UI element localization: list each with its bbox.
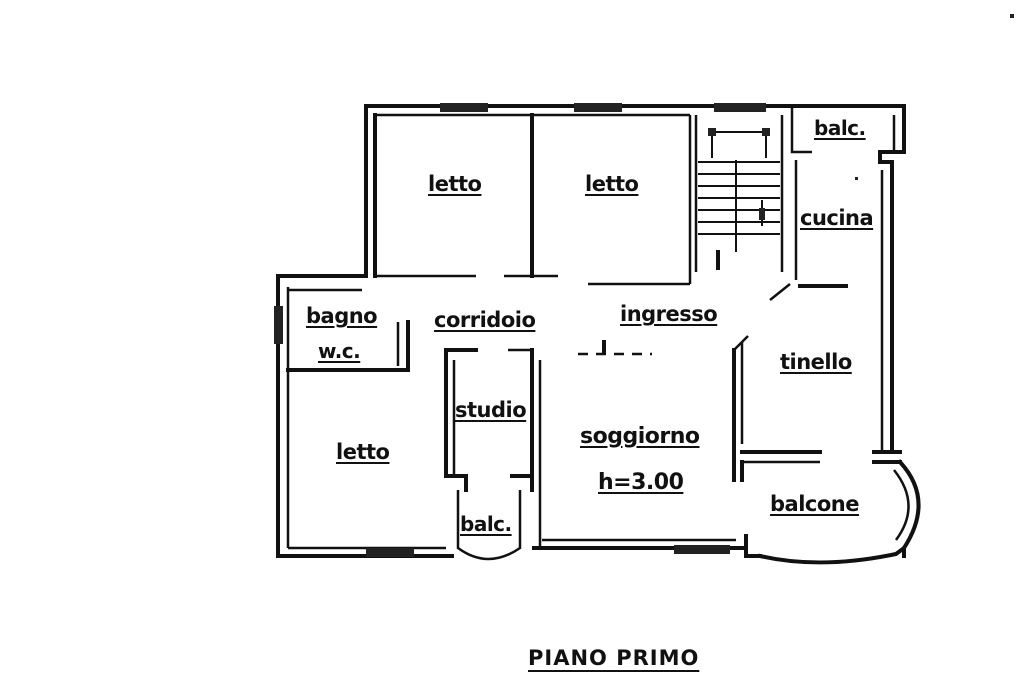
room-label-balc-bottom: balc. xyxy=(460,512,512,536)
room-label-height: h=3.00 xyxy=(598,470,684,495)
plan-title: PIANO PRIMO xyxy=(528,646,700,670)
room-label-tinello: tinello xyxy=(780,350,852,374)
room-label-corridoio: corridoio xyxy=(434,308,536,332)
room-label-balc-top: balc. xyxy=(814,116,866,140)
room-label-letto-1: letto xyxy=(428,172,482,196)
room-label-letto-2: letto xyxy=(585,172,639,196)
marks xyxy=(855,14,1014,180)
room-label-soggiorno: soggiorno xyxy=(580,424,700,449)
windows xyxy=(274,103,766,557)
room-label-studio: studio xyxy=(455,398,527,422)
room-label-letto-3: letto xyxy=(336,440,390,464)
room-label-cucina: cucina xyxy=(800,206,874,230)
room-label-ingresso: ingresso xyxy=(620,302,718,326)
room-label-bagno: bagno xyxy=(306,304,378,328)
staircase xyxy=(698,128,780,270)
room-label-balcone: balcone xyxy=(770,492,859,516)
room-label-wc: w.c. xyxy=(318,339,361,363)
interior-walls xyxy=(286,106,848,561)
